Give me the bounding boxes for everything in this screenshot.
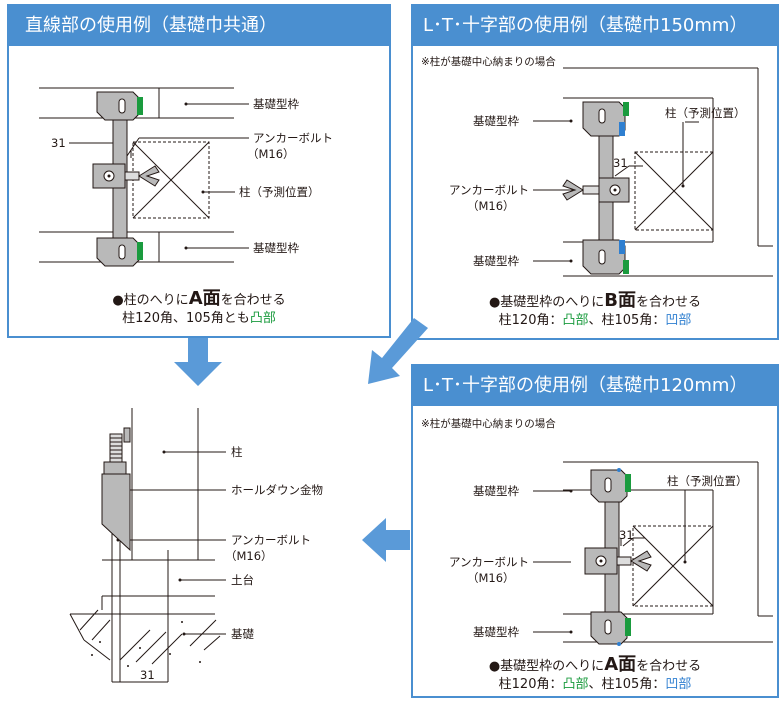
lt150-label-anchor: アンカーボルト (449, 183, 530, 197)
straight-label-form-bottom: 基礎型枠 (253, 241, 299, 255)
lt120-note: ※柱が基礎中心納まりの場合 (421, 418, 556, 430)
section-label-holdown: ホールダウン金物 (231, 483, 323, 497)
straight-dim: 31 (51, 136, 66, 150)
lt120-label-anchor-size: （M16） (467, 571, 515, 585)
panel-straight: 直線部の使用例（基礎巾共通） (7, 4, 391, 338)
lt150-label-anchor-size: （M16） (467, 199, 515, 213)
lt120-diagram (533, 461, 773, 646)
straight-label-form-top: 基礎型枠 (253, 97, 299, 111)
straight-label-column: 柱（予測位置） (239, 185, 320, 199)
lt150-caption: ●基礎型枠のへりにB面を合わせる 柱120角：凸部、柱105角：凹部 (488, 290, 702, 329)
panel-straight-title: 直線部の使用例（基礎巾共通） (9, 6, 389, 46)
arrow-left-icon (362, 518, 410, 562)
lt120-label-column: 柱（予測位置） (667, 474, 748, 488)
lt150-label-form-top: 基礎型枠 (473, 114, 519, 128)
lt150-label-form-bottom: 基礎型枠 (473, 254, 519, 268)
lt150-diagram (533, 67, 773, 277)
lt150-note: ※柱が基礎中心納まりの場合 (421, 56, 556, 68)
lt120-label-form-top: 基礎型枠 (473, 484, 519, 498)
straight-label-anchor-size: （M16） (247, 147, 295, 161)
panel-lt150: L･T･十字部の使用例（基礎巾150mm） ※柱が基礎中心納まりの場合 (411, 4, 779, 340)
arrow-diagonal-icon (368, 318, 428, 384)
section-label-sill: 土台 (231, 573, 254, 587)
section-label-foundation: 基礎 (231, 627, 254, 641)
lt120-label-anchor: アンカーボルト (449, 555, 530, 569)
lt120-dim: 31 (619, 528, 634, 542)
lt120-caption: ●基礎型枠のへりにA面を合わせる 柱120角：凸部、柱105角：凹部 (488, 654, 702, 693)
lt150-label-column: 柱（予測位置） (665, 106, 746, 120)
section-diagram (69, 408, 226, 683)
panel-lt150-title: L･T･十字部の使用例（基礎巾150mm） (413, 6, 777, 46)
straight-caption: ●柱のへりにA面を合わせる 柱120角、105角とも凸部 (112, 288, 286, 327)
section-label-column: 柱 (231, 445, 243, 459)
section-dim: 31 (140, 668, 155, 682)
panel-lt120: L･T･十字部の使用例（基礎巾120mm） ※柱が基礎中心納まりの場合 (411, 364, 779, 698)
section-label-anchor: アンカーボルト (231, 533, 312, 547)
lt120-label-form-bottom: 基礎型枠 (473, 625, 519, 639)
arrow-down-icon (174, 338, 222, 386)
panel-lt120-title: L･T･十字部の使用例（基礎巾120mm） (413, 366, 777, 406)
lt150-dim: 31 (613, 156, 628, 170)
straight-diagram (39, 87, 249, 267)
straight-label-anchor: アンカーボルト (253, 131, 334, 145)
section-label-anchor-size: （M16） (225, 549, 273, 563)
